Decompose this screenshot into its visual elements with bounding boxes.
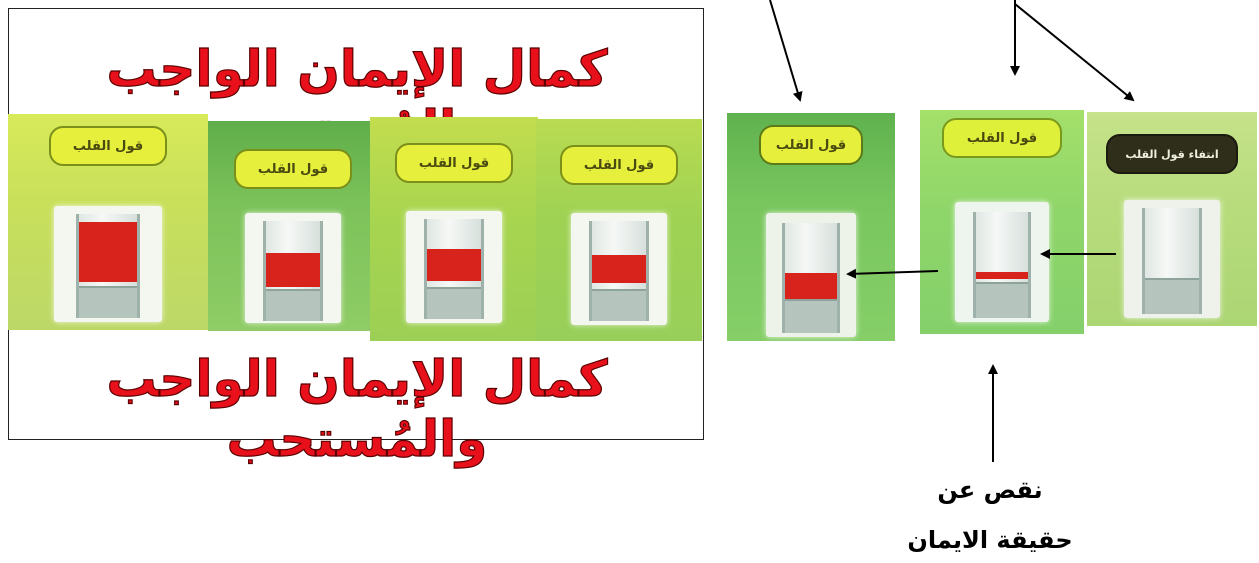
glass-window: [766, 213, 856, 337]
comparison-box: كمال الإيمان الواجب والمُستحب قول القلب …: [8, 8, 704, 469]
glass-window: [1124, 200, 1220, 318]
glass-base: [427, 287, 481, 319]
glass: [424, 219, 484, 319]
arrow-to-panel-5: [769, 0, 803, 102]
glass: [782, 223, 840, 333]
glass-base: [266, 289, 320, 321]
glass-liquid: [785, 273, 837, 301]
glass-base: [1145, 278, 1199, 314]
heading-bottom: كمال الإيمان الواجب والمُستحب: [106, 349, 608, 468]
caption-line-1: نقص عن: [937, 476, 1043, 504]
panel-full-glass: قول القلب: [8, 114, 208, 330]
pill-label: قول القلب: [49, 126, 167, 166]
glass: [76, 214, 140, 318]
glass-liquid: [592, 255, 646, 283]
pill-label-text: قول القلب: [583, 157, 655, 173]
glass: [973, 212, 1031, 318]
pill-label-text: قول القلب: [966, 130, 1038, 146]
glass-base: [592, 289, 646, 321]
arrow-to-empty-panel: [1014, 3, 1135, 102]
pill-label-text: قول القلب: [257, 161, 329, 177]
glass: [1142, 208, 1202, 314]
pill-label-text: قول القلب: [72, 138, 144, 154]
panel-glass-5: قول القلب: [727, 113, 895, 341]
pill-label-text: انتفاء قول القلب: [1125, 147, 1219, 161]
panel-glass-4: قول القلب: [536, 119, 702, 341]
panel-glass-6: قول القلب: [920, 110, 1084, 334]
pill-label: قول القلب: [234, 149, 352, 189]
panel-glass-2: قول القلب: [208, 121, 378, 331]
caption-line-2: حقيقة الايمان: [907, 526, 1073, 554]
glass-liquid: [976, 272, 1028, 279]
pill-label-text: قول القلب: [418, 155, 490, 171]
pill-label-text: قول القلب: [775, 137, 847, 153]
glass: [263, 221, 323, 321]
glass-base: [79, 286, 137, 318]
glass-liquid: [266, 253, 320, 287]
glass-liquid: [79, 222, 137, 282]
pill-label: قول القلب: [759, 125, 863, 165]
glass: [589, 221, 649, 321]
pill-label: قول القلب: [560, 145, 678, 185]
glass-window: [245, 213, 341, 323]
pill-label: قول القلب: [395, 143, 513, 183]
glass-base: [976, 282, 1028, 318]
panel-empty-glass: انتفاء قول القلب: [1087, 112, 1257, 326]
panel-glass-3: قول القلب: [370, 117, 538, 341]
glass-window: [406, 211, 502, 323]
glass-window: [54, 206, 162, 322]
pill-label: قول القلب: [942, 118, 1062, 158]
pill-label: انتفاء قول القلب: [1106, 134, 1238, 174]
glass-base: [785, 299, 837, 333]
glass-window: [955, 202, 1049, 322]
glass-liquid: [427, 249, 481, 281]
glass-window: [571, 213, 667, 325]
